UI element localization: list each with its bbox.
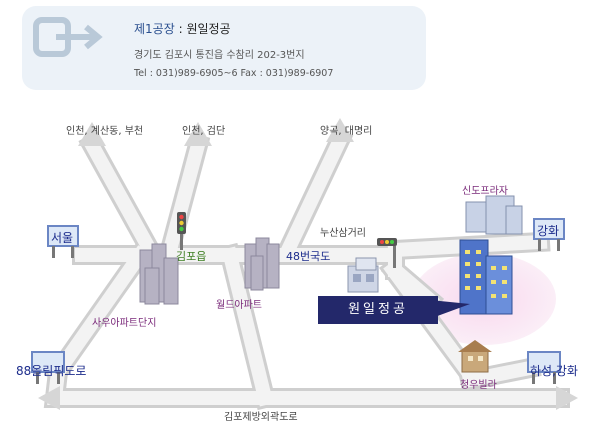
label-sau-apartments: 사우아파트단지 [92,318,157,329]
label-bypass-road: 김포제방외곽도로 [224,412,298,423]
company-phone-fax: Tel : 031)989-6905~6 Fax : 031)989-6907 [134,68,334,79]
label-incheon-gyesan: 인천, 계산동, 부천 [66,126,144,137]
company-address: 경기도 김포시 통진읍 수참리 202-3번지 [134,50,305,61]
label-nusan-junction: 누산삼거리 [320,228,366,239]
world-apartment-building [244,237,280,291]
signpost-olympic [31,351,65,384]
exit-arrow-icon [33,17,103,57]
company-factory-building [347,257,379,293]
label-seoul: 서울 [51,231,74,245]
signpost-haseong [527,351,561,384]
label-haseong-ganghwa: 하성,강화 [530,364,578,378]
company-info-card [22,6,426,90]
traffic-light-icon [377,238,397,268]
factory-label: 제1공장 [134,22,175,36]
label-route48: 48번국도 [286,250,331,263]
company-location-banner: 원일정공 [318,296,438,324]
banner-pointer [430,300,470,318]
label-olympic-road: 88올림픽도로 [16,364,87,378]
label-ganghwa: 강화 [537,224,560,238]
sau-apartment-building [139,243,179,305]
label-cheongwoo-villa: 청우빌라 [460,380,497,391]
signpost-ganghwa [533,218,565,251]
direction-arrows [38,118,578,410]
label-world-apartments: 월드아파트 [216,300,262,311]
company-title: 제1공장 : 원일정공 [134,20,231,37]
title-separator: : [174,22,187,36]
label-gimpo-eup: 김포읍 [176,250,207,263]
label-yanggok: 양곡, 대명리 [320,126,373,137]
traffic-light-icon [177,212,186,250]
company-tower-building [459,239,513,315]
label-incheon-geomdan: 인천, 검단 [182,126,226,137]
company-name: 원일정공 [186,22,231,36]
sindo-plaza-building [465,195,523,235]
signpost-seoul [47,225,79,258]
label-sindo-plaza: 신도프라자 [462,186,508,197]
cheongwoo-villa-building [458,340,492,373]
